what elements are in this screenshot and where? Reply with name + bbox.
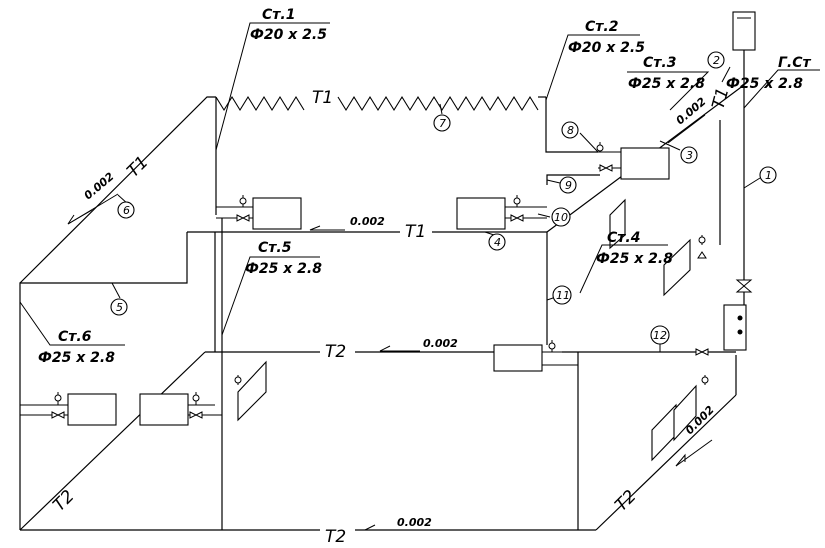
supply-pipe-network (19, 50, 745, 530)
marker-11: 11 (552, 285, 572, 305)
radiator-r1 (252, 197, 302, 230)
marker-9: 9 (559, 176, 577, 194)
marker-12: 12 (650, 325, 670, 345)
svg-text:3: 3 (686, 149, 693, 162)
riser-st3-dim: Ф25 х 2.8 (628, 76, 705, 92)
expansion-tank (732, 11, 756, 51)
radiator-r5 (139, 393, 189, 426)
riser-st6-dim: Ф25 х 2.8 (38, 350, 115, 366)
svg-text:2: 2 (713, 54, 720, 67)
svg-text:10: 10 (554, 211, 568, 224)
radiator-iso-5 (673, 384, 697, 442)
marker-7: 7 (433, 114, 451, 132)
svg-text:1: 1 (765, 169, 772, 182)
valve-stems (54, 142, 709, 405)
marker-5: 5 (110, 298, 128, 316)
pipe-t2-left: Т2 (49, 486, 78, 515)
pipe-t1-diag: Т1 (123, 152, 152, 181)
marker-3: 3 (680, 146, 698, 164)
riser-st1-name: Ст.1 (262, 7, 295, 23)
radiator-r2 (456, 197, 506, 230)
riser-st4-dim: Ф25 х 2.8 (596, 251, 673, 267)
riser-st1-dim: Ф20 х 2.5 (250, 27, 327, 43)
marker-10: 10 (551, 207, 571, 227)
radiator-iso-2 (663, 238, 691, 297)
slope-t2-mid: 0.002 (423, 337, 458, 350)
marker-8: 8 (561, 121, 579, 139)
pipe-t2-mid: Т2 (325, 342, 346, 362)
slope-t1-right: 0.002 (674, 95, 709, 128)
marker-6: 6 (117, 201, 135, 219)
compensator-right (337, 95, 539, 112)
radiator-iso-1 (609, 198, 626, 250)
riser-st2-name: Ст.2 (585, 19, 618, 35)
riser-st5-dim: Ф25 х 2.8 (245, 261, 322, 277)
riser-st6-name: Ст.6 (58, 329, 92, 345)
riser-gst-dim: Ф25 х 2.8 (726, 76, 803, 92)
radiator-r4 (67, 393, 117, 426)
pipe-t1-top: Т1 (312, 88, 333, 108)
svg-text:5: 5 (116, 301, 123, 314)
marker-4: 4 (488, 233, 506, 251)
riser-st5-name: Ст.5 (258, 240, 292, 256)
compensator-left (215, 95, 305, 112)
riser-st2-dim: Ф20 х 2.5 (568, 40, 645, 56)
riser-st4-name: Ст.4 (607, 230, 640, 246)
svg-text:6: 6 (123, 204, 130, 217)
svg-text:7: 7 (439, 117, 446, 130)
slope-arrows (67, 114, 713, 531)
svg-text:4: 4 (494, 236, 501, 249)
radiator-iso-3 (237, 360, 267, 422)
valves (51, 164, 753, 419)
marker-2: 2 (707, 51, 725, 69)
radiator-r3 (620, 147, 670, 180)
valve-box (723, 304, 747, 351)
radiator-group (67, 11, 756, 462)
slope-t1-main: 0.002 (350, 215, 385, 228)
riser-st3-name: Ст.3 (643, 55, 676, 71)
label-leaders (19, 22, 820, 352)
svg-text:8: 8 (567, 124, 574, 137)
return-pipe-network (19, 218, 737, 531)
svg-text:12: 12 (653, 329, 667, 342)
pipe-t1-main: Т1 (405, 222, 426, 242)
slope-t2-bottom: 0.002 (397, 516, 432, 529)
riser-gst-name: Г.Ст (778, 55, 812, 71)
radiator-iso-4 (651, 403, 677, 462)
riser-labels: Ст.1 Ф20 х 2.5 Ст.2 Ф20 х 2.5 Ст.3 Ф25 х… (38, 7, 812, 366)
svg-text:9: 9 (565, 179, 572, 192)
pipe-t2-bottom: Т2 (325, 527, 346, 547)
svg-text:11: 11 (556, 289, 570, 302)
boiler-unit (493, 344, 543, 372)
marker-1: 1 (759, 166, 777, 184)
numbered-markers: 1 2 3 4 5 6 7 8 9 10 11 12 (110, 51, 777, 345)
